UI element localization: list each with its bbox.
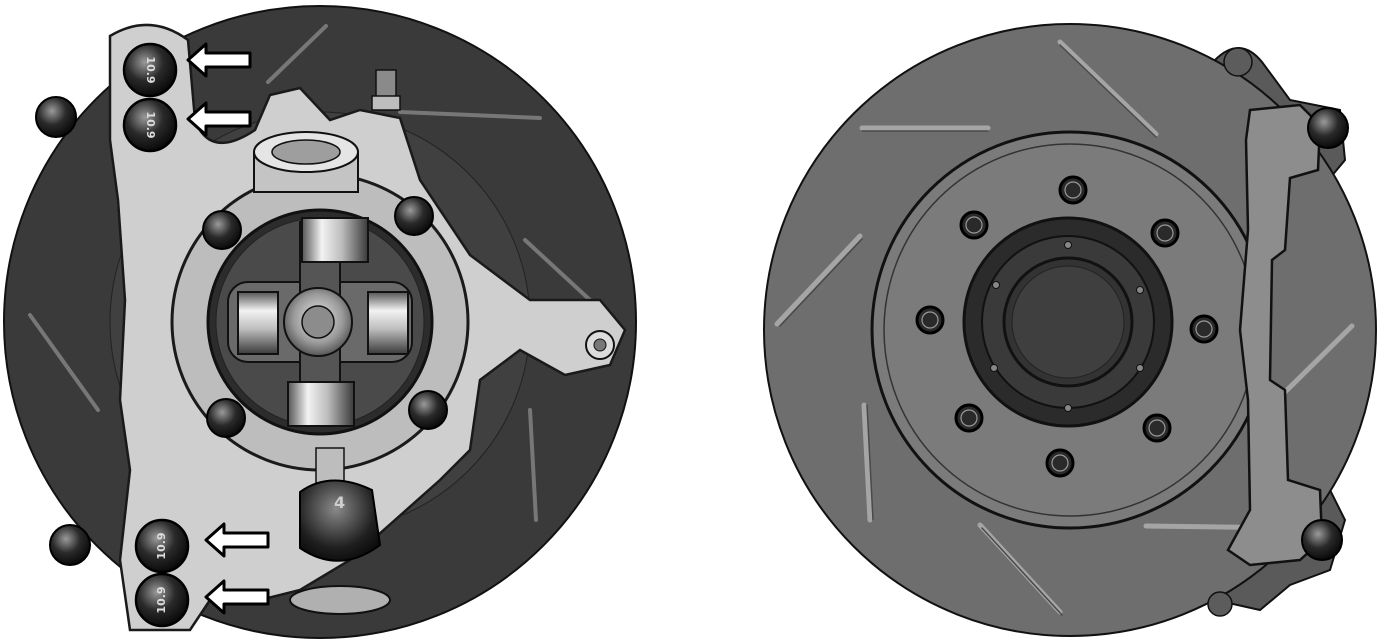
upper-bearing-cup	[253, 131, 359, 193]
arrow-left-icon	[186, 101, 252, 137]
knuckle-rear-view: 4 10.9 10.9 10.9 10.9	[3, 5, 637, 639]
arrow-left-icon	[204, 522, 270, 558]
knuckle-bolts	[202, 196, 448, 438]
caliper-bolt-lower-1: 10.9	[134, 518, 190, 574]
arrow-left-icon	[204, 579, 270, 615]
lower-ball-joint: 4	[289, 447, 391, 615]
svg-text:10.9: 10.9	[155, 532, 168, 559]
caliper-bolt-lower-2: 10.9	[134, 572, 190, 628]
svg-text:10.9: 10.9	[155, 586, 168, 613]
caliper-pins-left	[35, 96, 91, 566]
lug-holes	[915, 175, 1219, 478]
steering-arm-eye	[585, 330, 615, 360]
caliper-bolt-upper-1: 10.9	[122, 42, 178, 98]
grease-fitting	[371, 69, 401, 111]
caliper-bolt-upper-2: 10.9	[122, 97, 178, 153]
caliper-bracket-right	[1226, 103, 1324, 567]
boot-marking: 4	[334, 493, 345, 512]
indicator-arrows	[186, 42, 270, 615]
svg-text:10.9: 10.9	[144, 56, 157, 83]
rotor-front-view	[763, 23, 1377, 637]
hat-holes	[990, 241, 1144, 412]
svg-text:10.9: 10.9	[144, 111, 157, 138]
caliper-pins-right	[1207, 47, 1349, 617]
u-joint	[227, 217, 413, 427]
arrow-left-icon	[186, 42, 252, 78]
